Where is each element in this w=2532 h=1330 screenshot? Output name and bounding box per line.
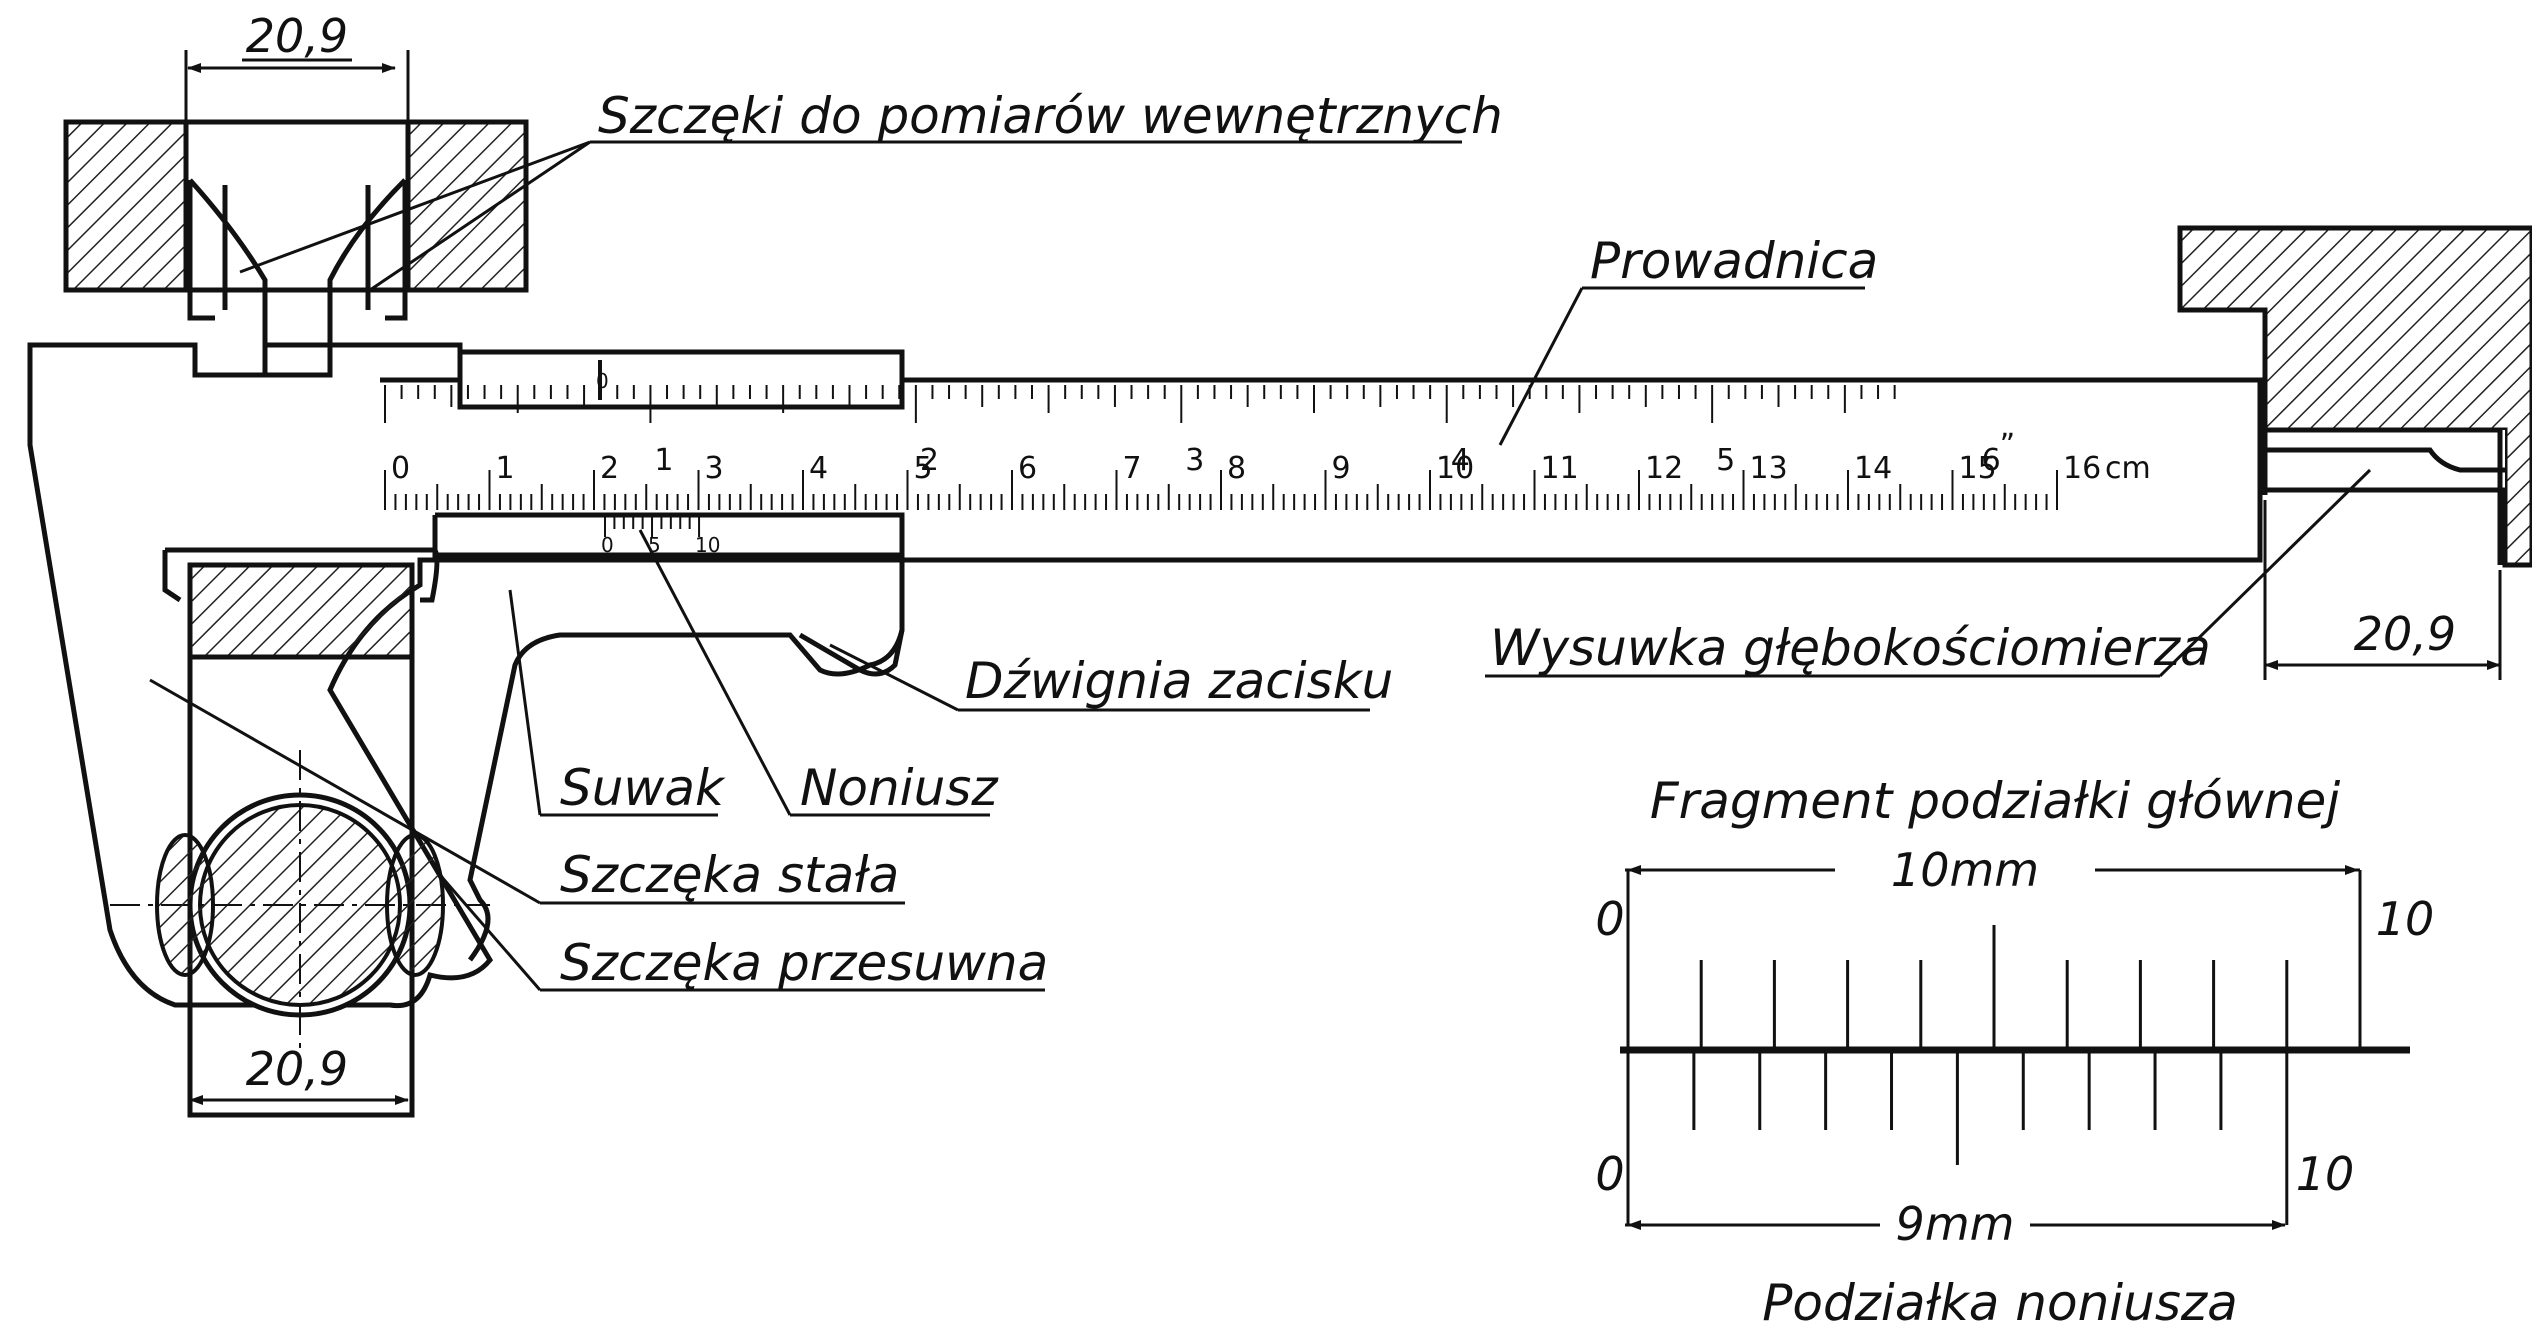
cm-label: 12 xyxy=(1645,451,1683,486)
vernier-label: 0 xyxy=(601,533,614,557)
detail-bottom-span: 9mm xyxy=(1896,1197,2015,1251)
cm-label: 10 xyxy=(1436,451,1474,486)
label-sliding-jaw: Szczęka przesuwna xyxy=(438,874,1048,992)
slider-top xyxy=(457,349,905,410)
inch-label: 5 xyxy=(1716,443,1735,478)
inch-label: 1 xyxy=(654,443,673,478)
depth-rod xyxy=(2260,429,2505,495)
label-vernier: Noniusz xyxy=(638,529,999,817)
cm-label: 2 xyxy=(600,451,619,486)
inner-jaws xyxy=(187,178,408,378)
dim-depth-value: 20,9 xyxy=(2354,607,2456,661)
cm-label: 3 xyxy=(705,451,724,486)
detail-top-start: 0 xyxy=(1595,892,1624,946)
depth-workpiece xyxy=(2177,225,2532,568)
detail-bottom-start: 0 xyxy=(1595,1147,1624,1201)
vernier-zero-label: 0 xyxy=(596,369,609,393)
cm-label: 14 xyxy=(1854,451,1892,486)
detail-top-span: 10mm xyxy=(1891,843,2039,897)
clamp-lever-label: Dźwignia zacisku xyxy=(965,652,1393,710)
inch-label: 2 xyxy=(920,443,939,478)
dim-bottom-value: 20,9 xyxy=(246,1042,348,1096)
fixed-jaw-label: Szczęka stała xyxy=(560,846,899,904)
dimension-bottom: 20,9 xyxy=(189,1042,409,1105)
detail-ticks xyxy=(1626,870,2362,1225)
clamp-lever xyxy=(798,629,905,677)
slider-label: Suwak xyxy=(560,759,726,817)
cm-label: 15 xyxy=(1959,451,1997,486)
cm-label: 6 xyxy=(1018,451,1037,486)
inch-label: 3 xyxy=(1185,443,1204,478)
label-inner-jaws: Szczęki do pomiarów wewnętrznych xyxy=(239,87,1503,292)
guide-label: Prowadnica xyxy=(1590,232,1878,290)
label-slider: Suwak xyxy=(508,589,726,817)
detail-bottom-title: Podziałka noniusza xyxy=(1762,1274,2238,1325)
inner-jaws-label: Szczęki do pomiarów wewnętrznych xyxy=(598,87,1503,145)
dim-top-value: 20,9 xyxy=(246,9,348,63)
label-depth-rod: Wysuwka głębokościomierza xyxy=(1485,468,2372,678)
cm-label: 13 xyxy=(1750,451,1788,486)
cm-label: 0 xyxy=(391,451,410,486)
inch-mark: ” xyxy=(2000,428,2016,463)
depth-rod-label: Wysuwka głębokościomierza xyxy=(1490,619,2211,677)
scale-detail: Fragment podziałki głównej Podziałka non… xyxy=(1595,772,2435,1330)
label-clamp: Dźwignia zacisku xyxy=(829,643,1393,712)
bottom-workpiece xyxy=(110,562,490,1118)
cm-label: 7 xyxy=(1123,451,1142,486)
label-guide: Prowadnica xyxy=(1498,232,1878,446)
label-fixed-jaw: Szczęka stała xyxy=(149,678,905,905)
detail-top-title: Fragment podziałki głównej xyxy=(1650,772,2340,830)
unit-label: cm xyxy=(2105,451,2151,486)
cm-label: 8 xyxy=(1227,451,1246,486)
inch-label: 6 xyxy=(1982,443,2001,478)
inch-label: 4 xyxy=(1451,443,1470,478)
cm-label: 16 xyxy=(2063,451,2101,486)
cm-label: 9 xyxy=(1332,451,1351,486)
detail-top-end: 10 xyxy=(2376,892,2435,946)
cm-label: 4 xyxy=(809,451,828,486)
cm-label: 11 xyxy=(1541,451,1579,486)
cm-label: 1 xyxy=(496,451,515,486)
cm-label: 5 xyxy=(914,451,933,486)
slider-body xyxy=(162,512,905,962)
dimension-top: 20,9 xyxy=(184,9,410,130)
dimension-depth: 20,9 xyxy=(2263,500,2502,680)
detail-bottom-end: 10 xyxy=(2296,1147,2355,1201)
vernier-label: Noniusz xyxy=(800,759,999,817)
sliding-jaw-label: Szczęka przesuwna xyxy=(560,934,1048,992)
top-workpiece xyxy=(63,119,529,293)
